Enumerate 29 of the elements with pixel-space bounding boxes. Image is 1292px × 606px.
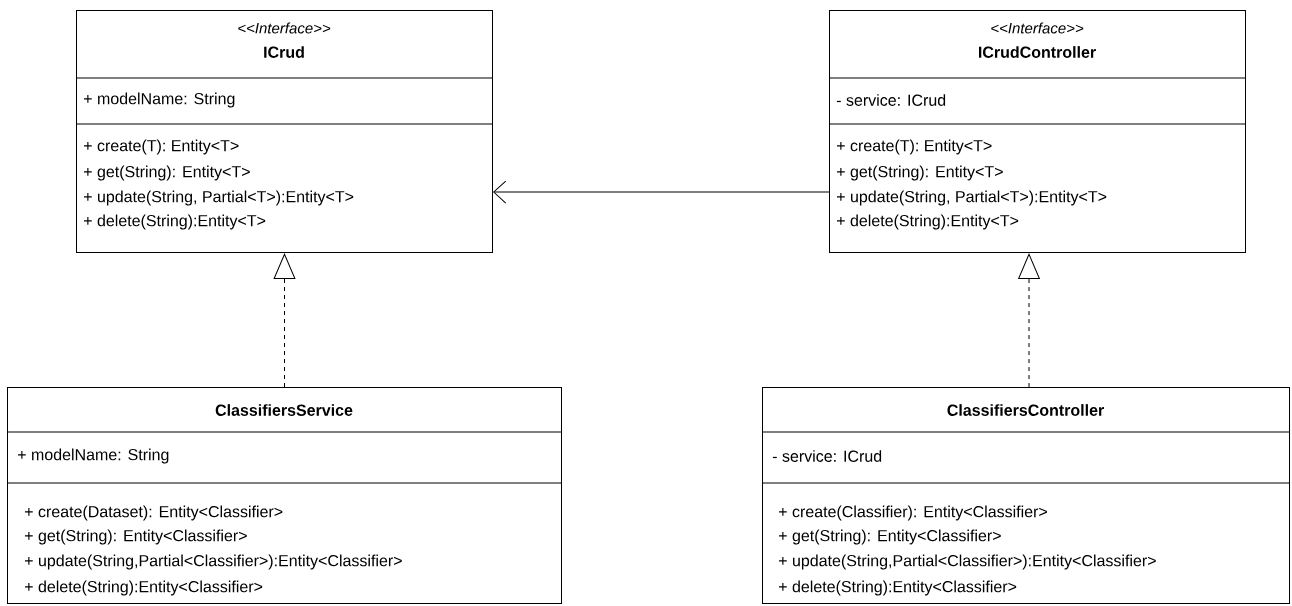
method-text: + create(T): Entity<T>: [84, 139, 239, 155]
class-name: ClassifiersController: [947, 404, 1104, 416]
class-name: ICrud: [264, 46, 304, 58]
method-text: + create(Classifier): Entity<Classifier>: [779, 505, 1047, 521]
method-text: + delete(String):Entity<Classifier>: [779, 580, 1017, 596]
method-text: + update(String,Partial<Classifier>):Entity<Classifier>: [25, 554, 402, 570]
method-text: + get(String): Entity<Classifier>: [779, 529, 1001, 545]
method-text: + get(String): Entity<T>: [837, 165, 1003, 181]
attribute-text: + modelName: String: [18, 448, 169, 464]
attribute-text: - service: ICrud: [772, 450, 882, 462]
method-text: + create(Dataset): Entity<Classifier>: [25, 505, 283, 521]
stereotype-label: <<Interface>>: [238, 22, 331, 34]
method-text: + delete(String):Entity<T>: [84, 214, 266, 230]
class-name: ICrudController: [978, 46, 1096, 58]
method-text: + create(T): Entity<T>: [837, 139, 992, 155]
association-arrow: [493, 180, 830, 204]
class-name: ClassifiersService: [215, 404, 353, 416]
method-text: + delete(String):Entity<Classifier>: [25, 580, 263, 596]
method-text: + update(String, Partial<T>):Entity<T>: [837, 190, 1107, 206]
method-text: + get(String): Entity<T>: [84, 165, 250, 181]
attribute-text: + modelName: String: [84, 92, 235, 108]
realization-arrow: [273, 253, 296, 388]
method-text: + update(String,Partial<Classifier>):Entity<Classifier>: [779, 554, 1156, 570]
realization-arrow: [1018, 253, 1040, 388]
method-text: + get(String): Entity<Classifier>: [25, 529, 247, 545]
stereotype-label: <<Interface>>: [991, 22, 1084, 34]
method-text: + delete(String):Entity<T>: [837, 214, 1019, 230]
attribute-text: - service: ICrud: [836, 94, 946, 106]
method-text: + update(String, Partial<T>):Entity<T>: [84, 190, 354, 206]
